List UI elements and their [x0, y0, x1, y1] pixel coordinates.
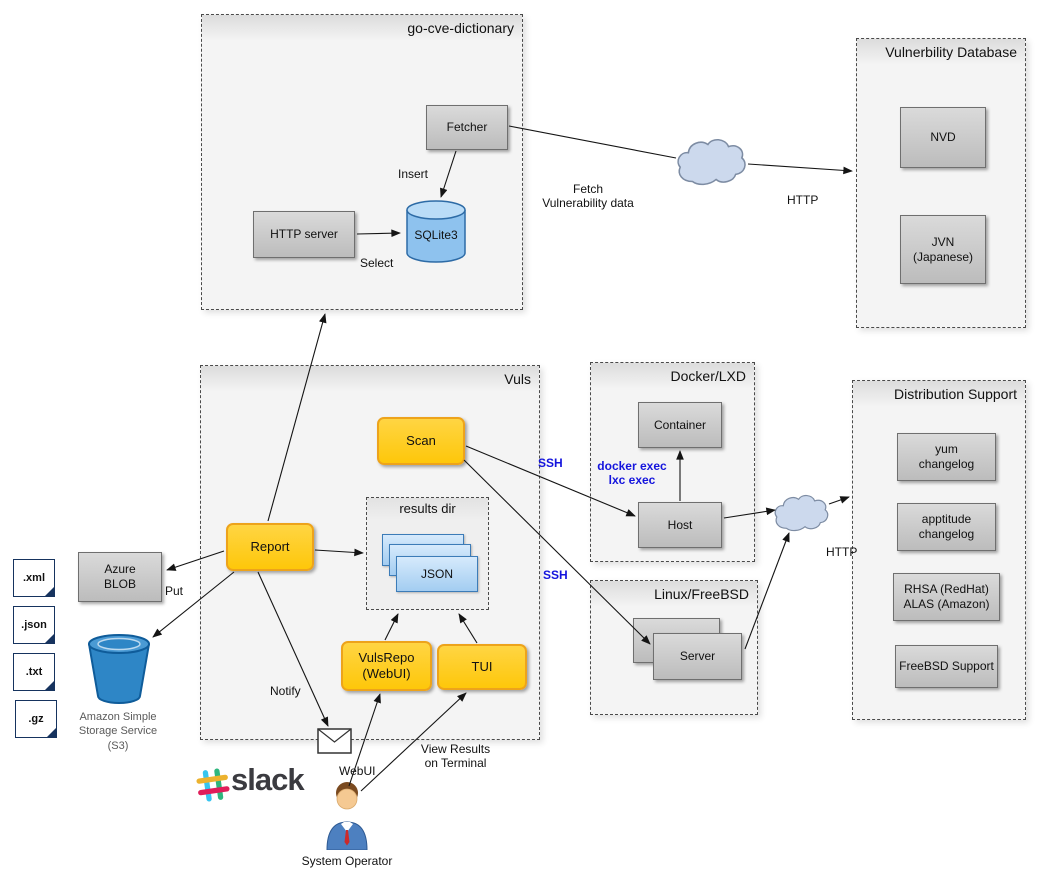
put-edge-label: Put: [165, 584, 184, 598]
email-envelope-icon: [317, 728, 352, 754]
fetch-vuln-edge-label: Fetch Vulnerability data: [542, 182, 634, 210]
docker-exec-edge-label: docker exec lxc exec: [597, 459, 667, 487]
internet-cloud-right-icon: [774, 494, 829, 532]
xml-file-label: .xml: [22, 572, 45, 584]
vulsrepo-node: VulsRepo (WebUI): [341, 641, 432, 691]
server-node-front: Server: [653, 633, 742, 680]
s3-caption: Amazon Simple Storage Service (S3): [78, 711, 158, 752]
system-operator-icon: [326, 782, 368, 850]
slack-wordmark: slack: [231, 762, 305, 797]
system-operator-label: System Operator: [301, 854, 393, 868]
freebsd-support-node: FreeBSD Support: [895, 645, 998, 688]
page-fold-icon: [44, 633, 55, 644]
webui-edge-label: WebUI: [339, 764, 376, 778]
apptitude-changelog-node: apptitude changelog: [897, 503, 996, 551]
edge-cloud-to-distsupport: [828, 496, 850, 505]
internet-cloud-top-icon: [677, 139, 746, 186]
gz-file-icon: .gz: [15, 700, 57, 738]
select-edge-label: Select: [360, 256, 394, 270]
container-node: Container: [638, 402, 722, 448]
json-file-label: .json: [21, 619, 47, 631]
tui-node: TUI: [437, 644, 527, 690]
json-file-front: JSON: [396, 556, 478, 592]
fetcher-node: Fetcher: [426, 105, 508, 150]
insert-edge-label: Insert: [398, 167, 429, 181]
view-results-edge-label: View Results on Terminal: [420, 742, 491, 770]
vulnerability-database-title: Vulnerbility Database: [857, 39, 1025, 65]
database-cylinder-icon: [406, 200, 466, 263]
azure-blob-node: Azure BLOB: [78, 552, 162, 602]
docker-lxd-title: Docker/LXD: [591, 363, 754, 389]
http-top-edge-label: HTTP: [787, 193, 819, 207]
panel-vulnerability-database: Vulnerbility Database: [856, 38, 1026, 328]
txt-file-icon: .txt: [13, 653, 55, 691]
report-node: Report: [226, 523, 314, 571]
gz-file-label: .gz: [28, 713, 44, 725]
vuls-title: Vuls: [201, 366, 539, 392]
slack-logo-icon: [196, 768, 230, 802]
page-fold-icon: [44, 680, 55, 691]
http-server-node: HTTP server: [253, 211, 355, 258]
edge-fetcher-to-cloud: [508, 125, 677, 159]
jvn-node: JVN (Japanese): [900, 215, 986, 284]
json-file-icon: .json: [13, 606, 55, 644]
host-node: Host: [638, 502, 722, 548]
linux-freebsd-title: Linux/FreeBSD: [591, 581, 757, 607]
go-cve-dictionary-title: go-cve-dictionary: [202, 15, 522, 41]
panel-go-cve-dictionary: go-cve-dictionary: [201, 14, 523, 310]
distribution-support-title: Distribution Support: [853, 381, 1025, 407]
sqlite3-database: SQLite3: [405, 200, 467, 264]
page-fold-icon: [46, 727, 57, 738]
ssh-upper-edge-label: SSH: [538, 456, 563, 470]
ssh-lower-edge-label: SSH: [543, 568, 568, 582]
notify-edge-label: Notify: [270, 684, 301, 698]
s3-bucket-icon: [88, 634, 150, 704]
sqlite3-label: SQLite3: [414, 228, 458, 242]
scan-node: Scan: [377, 417, 465, 465]
rhsa-alas-node: RHSA (RedHat) ALAS (Amazon): [893, 573, 1000, 621]
nvd-node: NVD: [900, 107, 986, 168]
http-right-edge-label: HTTP: [826, 545, 858, 559]
results-dir-title: results dir: [367, 498, 488, 520]
page-fold-icon: [44, 586, 55, 597]
edge-cloud-to-vulndb: [747, 163, 853, 175]
xml-file-icon: .xml: [13, 559, 55, 597]
txt-file-label: .txt: [25, 666, 43, 678]
yum-changelog-node: yum changelog: [897, 433, 996, 481]
